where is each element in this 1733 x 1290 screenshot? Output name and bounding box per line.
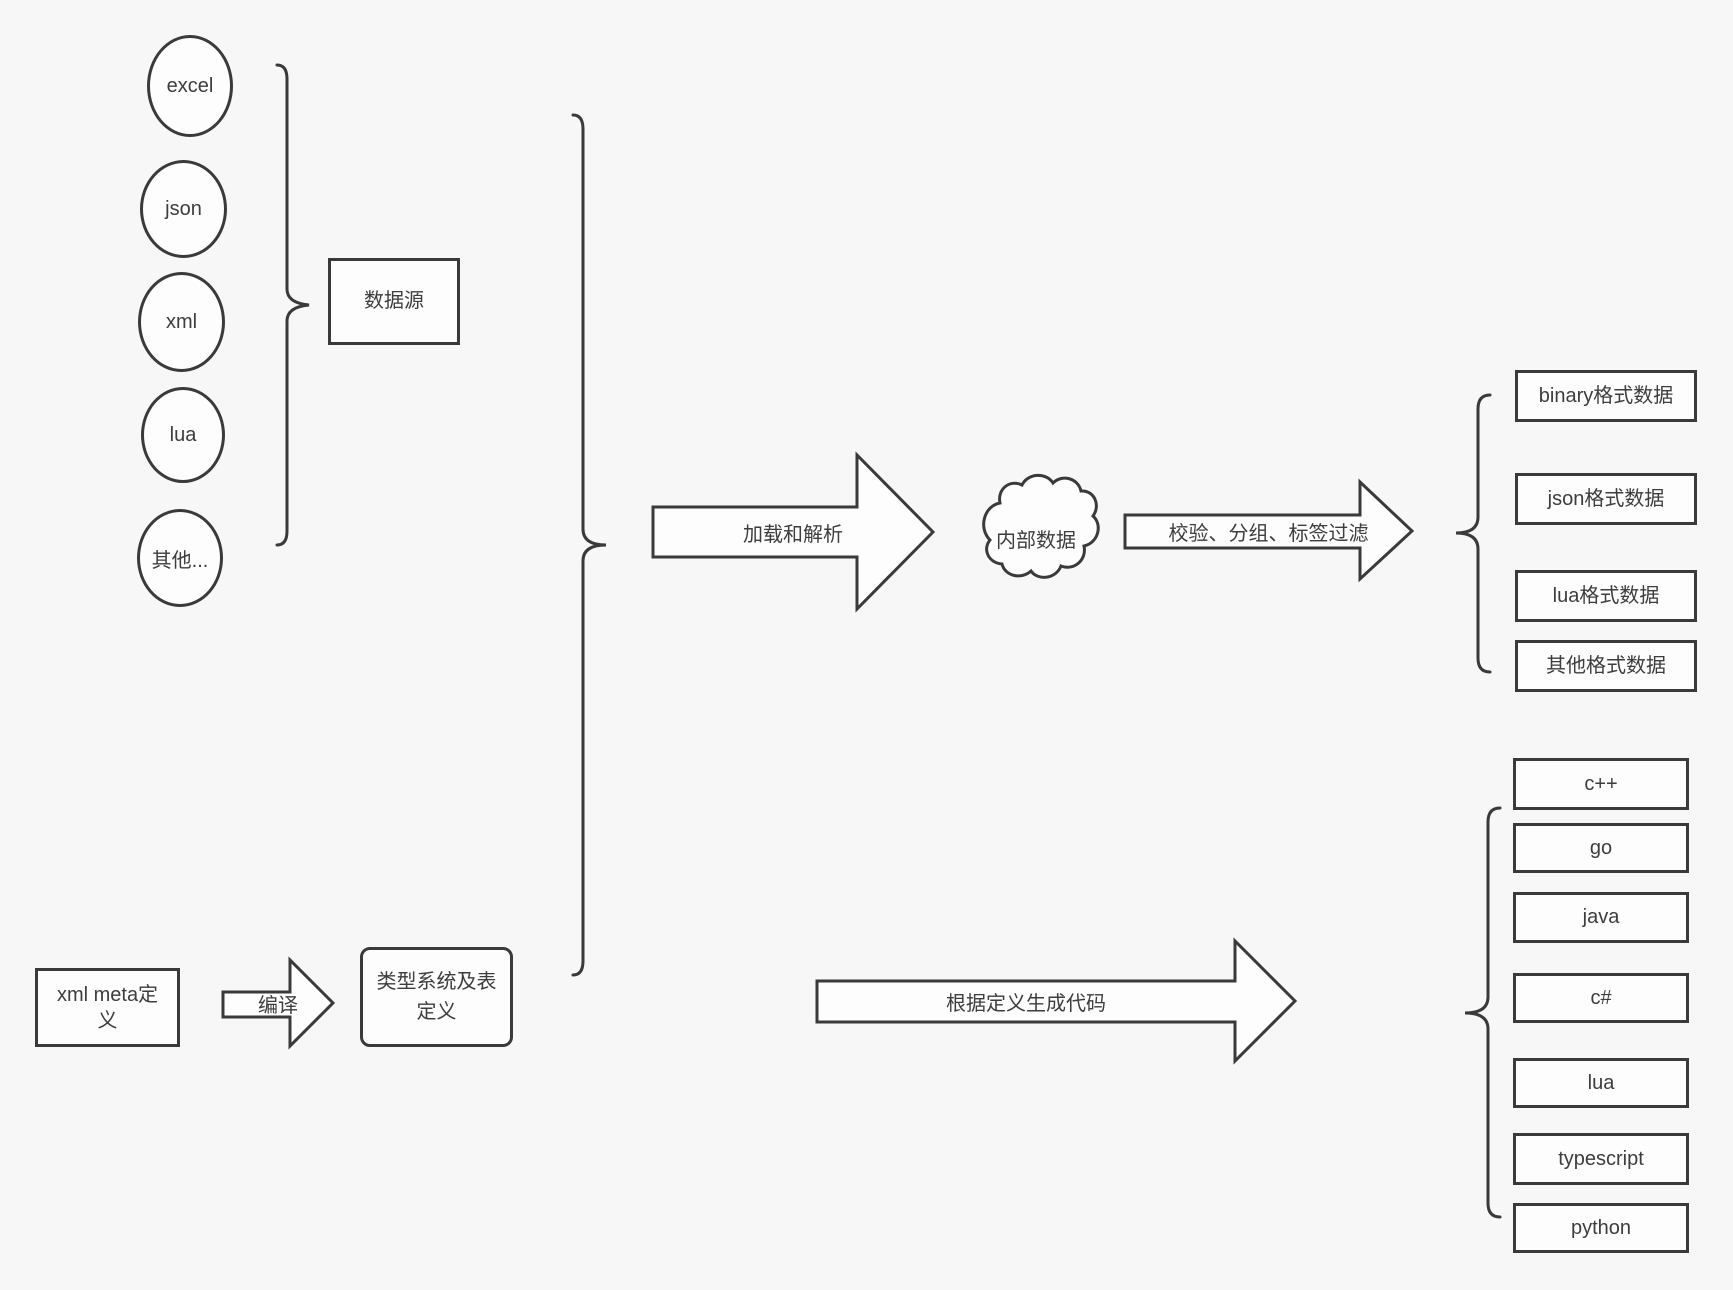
data-source-box: 数据源: [328, 258, 460, 345]
language-box-java: java: [1513, 892, 1689, 943]
compile-arrow-shape: [221, 956, 336, 1050]
language-box-csharp: c#: [1513, 973, 1689, 1023]
generate-code-arrow-shape: [815, 937, 1298, 1065]
languages-brace: [1464, 806, 1502, 1219]
language-box-typescript: typescript: [1513, 1133, 1689, 1185]
format-box-json: json格式数据: [1515, 473, 1697, 525]
filter-arrow-label: 校验、分组、标签过滤: [1168, 522, 1369, 545]
language-box-lua: lua: [1513, 1058, 1689, 1108]
language-box-python: python: [1513, 1203, 1689, 1253]
format-box-other: 其他格式数据: [1515, 640, 1697, 692]
source-node-json: json: [140, 160, 227, 258]
load-parse-arrow-shape: [651, 451, 936, 613]
language-box-cpp: c++: [1513, 758, 1689, 810]
generate-code-arrow-label: 根据定义生成代码: [946, 992, 1106, 1015]
format-box-binary: binary格式数据: [1515, 370, 1697, 422]
xml-meta-definition-box: xml meta定义: [35, 968, 180, 1047]
filter-arrow-shape: [1123, 478, 1415, 583]
format-box-lua: lua格式数据: [1515, 570, 1697, 622]
internal-data-cloud: [982, 473, 1100, 579]
type-system-box: 类型系统及表定义: [360, 947, 513, 1047]
internal-data-label: 内部数据: [996, 529, 1076, 552]
source-node-xml: xml: [138, 272, 225, 372]
language-box-go: go: [1513, 823, 1689, 873]
source-node-lua: lua: [141, 387, 225, 483]
sources-brace: [275, 63, 310, 547]
source-node-other: 其他...: [137, 509, 223, 607]
compile-arrow-label: 编译: [258, 994, 298, 1017]
load-parse-arrow-label: 加载和解析: [743, 523, 843, 546]
input-group-brace: [571, 113, 607, 977]
formats-brace: [1455, 393, 1492, 674]
source-node-excel: excel: [147, 35, 233, 137]
